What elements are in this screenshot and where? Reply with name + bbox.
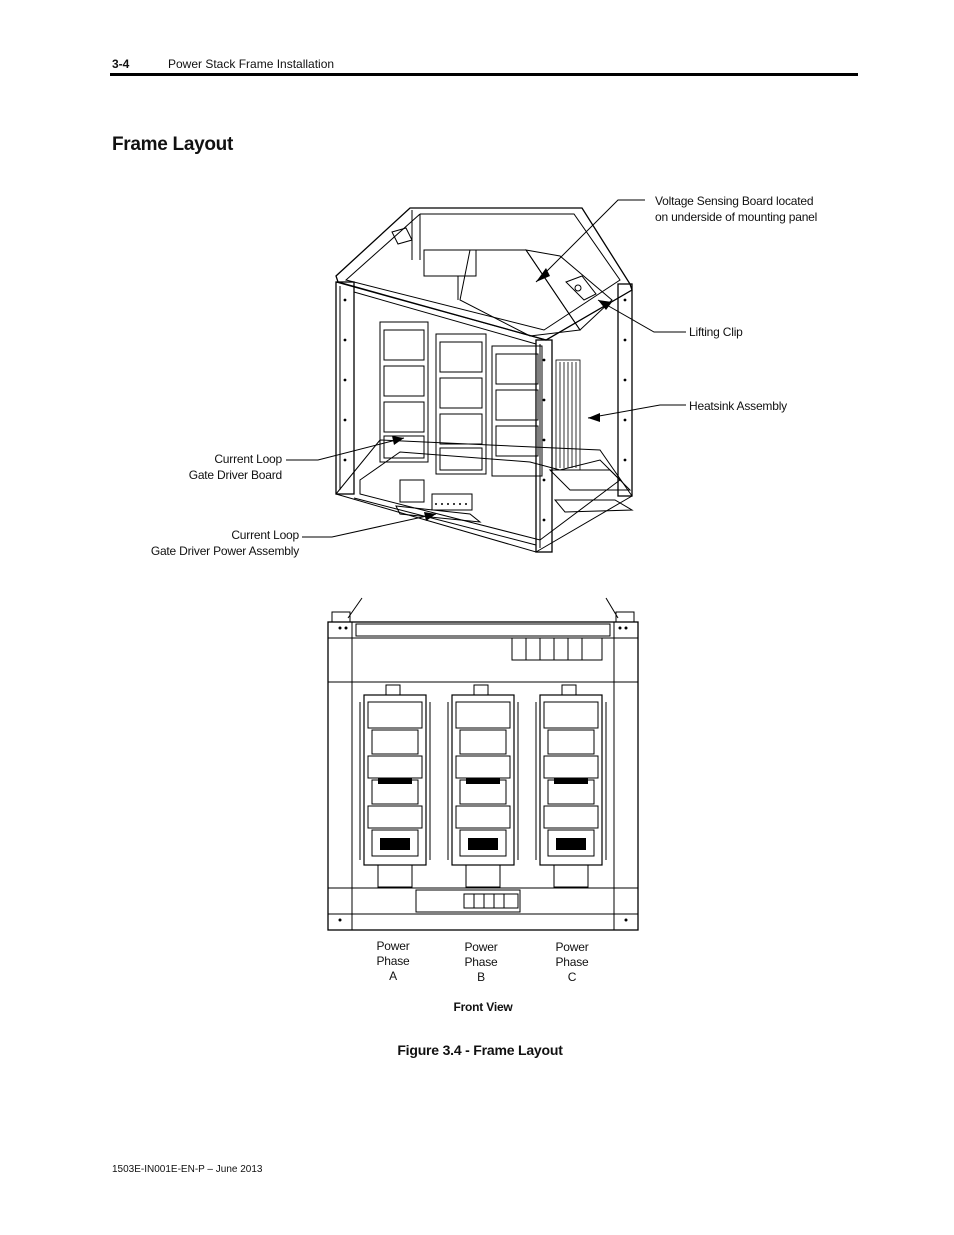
figure-caption: Figure 3.4 - Frame Layout [397,1042,563,1058]
front-view-drawing [327,597,639,931]
footer-doc-id: 1503E-IN001E-EN-P – June 2013 [112,1164,263,1175]
phase-c-line1: Power [555,940,589,954]
callout-voltage-sensing-line2: on underside of mounting panel [655,210,818,224]
phase-b-line3: B [477,970,485,984]
callout-gate-driver-board-line1: Current Loop [214,452,282,466]
phase-c-line3: C [567,970,577,984]
callout-lifting-clip: Lifting Clip [689,325,743,339]
callout-gate-driver-power-line1: Current Loop [231,528,299,542]
callout-gate-driver-board-line2: Gate Driver Board [188,468,283,482]
front-view-label: Front View [453,1000,513,1014]
phase-a-line3: A [389,969,397,983]
phase-b-line2: Phase [464,955,498,969]
chapter-title: Power Stack Frame Installation [168,57,335,71]
callout-gate-driver-power-line2: Gate Driver Power Assembly [150,544,299,558]
page-number: 3-4 [112,57,130,71]
phase-a-line1: Power [376,939,410,953]
section-title: Frame Layout [112,134,233,155]
isometric-frame-drawing [286,199,686,553]
phase-a-line2: Phase [376,954,410,968]
phase-c-line2: Phase [555,955,589,969]
phase-b-line1: Power [464,940,498,954]
callout-heatsink-assembly: Heatsink Assembly [689,399,787,413]
callout-voltage-sensing-line1: Voltage Sensing Board located [655,194,814,208]
header-rule [110,73,858,76]
